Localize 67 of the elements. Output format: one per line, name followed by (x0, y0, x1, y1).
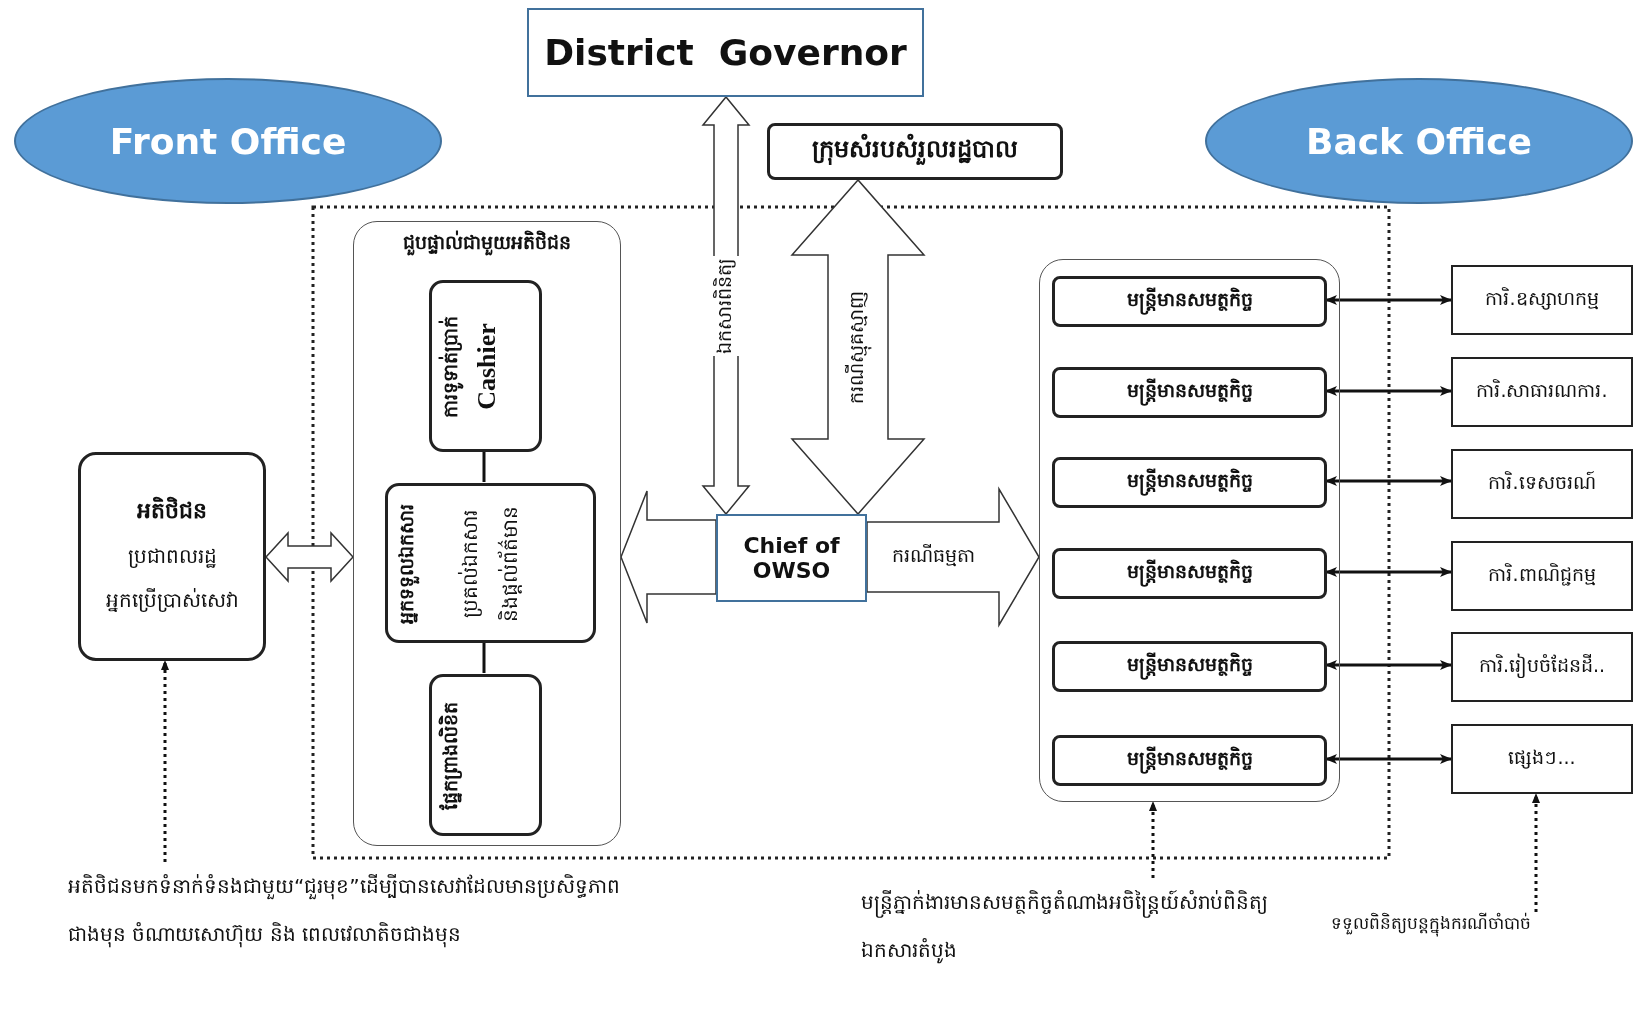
front-desk-panel (353, 221, 621, 846)
officer-box (1052, 641, 1327, 692)
box-text: មន្ត្រីមានសមត្ថកិច្ច (1059, 746, 1320, 774)
block-arrow (265, 531, 354, 583)
box-text: ការិ.រៀបចំដែនដី.. (1478, 653, 1606, 680)
note-text: មន្ត្រីភ្នាក់ងារមានសមត្ថកិច្ចតំណាងអចិន្ត្រៃយ៍សំរាប់ពិនិត្យឯកសារតំបូង (861, 889, 1269, 966)
box-text: ការិ.ពាណិជ្ជកម្ម (1488, 562, 1596, 588)
block-arrow (620, 490, 717, 624)
vertical-text: ការទូទាត់ប្រាក់ (437, 284, 465, 448)
vertical-text: ប្រគល់ឯកសារ (455, 509, 483, 617)
leader-line (1149, 801, 1157, 878)
officer-box (1052, 548, 1327, 599)
box-text: ក្រុមសំរបសំរួលរដ្ឋបាល (812, 134, 1018, 167)
box-text: មន្ត្រីមានសមត្ថកិច្ច (1059, 468, 1320, 496)
office-box (1451, 632, 1633, 702)
leader-line (161, 660, 169, 862)
double-arrow (1325, 386, 1452, 396)
officer-box (1052, 457, 1327, 508)
box-text: ការិ.ឧស្សាហកម្ម (1485, 286, 1599, 312)
office-box (1451, 357, 1633, 427)
box-text: ជួបផ្ទាល់ជាមួយអតិថិជន (358, 230, 616, 258)
double-arrow (1325, 567, 1452, 577)
double-arrow (1325, 295, 1452, 305)
officer-panel (1039, 259, 1340, 802)
box-text: Chief of OWSO (742, 533, 841, 583)
leader-line (1532, 793, 1540, 912)
box-text: មន្ត្រីមានសមត្ថកិច្ច (1059, 559, 1320, 587)
officer-box (1052, 735, 1327, 786)
box-text: ការិ.សាធារណការ. (1476, 378, 1608, 403)
box-text: មន្ត្រីមានសមត្ថកិច្ច (1059, 378, 1320, 406)
title-box (527, 8, 924, 97)
officer-box (1052, 276, 1327, 327)
vertical-text: Cashier (470, 322, 501, 410)
box-text: Front Office (109, 120, 347, 162)
vertical-text: និងផ្តល់ព័ត៌មាន (495, 505, 523, 621)
edge-label: ឯកសារពិនិត្យ (712, 255, 740, 356)
box-text: អ្នកប្រើប្រាស់សេវា (106, 586, 238, 614)
officer-box (1052, 367, 1327, 418)
team-box (767, 123, 1063, 180)
process-box (429, 674, 542, 836)
box-text: Back Office (1305, 120, 1533, 162)
box-text: មន្ត្រីមានសមត្ថកិច្ច (1059, 652, 1320, 680)
process-box (429, 280, 542, 452)
office-box (1451, 265, 1633, 335)
double-arrow (1325, 476, 1452, 486)
vertical-text: ផ្នែកព្រាងលិខិត (437, 700, 463, 812)
note-text: ទទួលពិនិត្យបន្តក្នុងករណីចាំបាច់ (1331, 912, 1635, 936)
double-arrow (1325, 660, 1452, 670)
block-arrow (790, 178, 926, 516)
box-text: ការិ.ទេសចរណ៍ (1488, 470, 1596, 495)
note-text: អតិថិជនមកទំនាក់ទំនងជាមួយ“ជួរមុខ”ដើម្បីបានសេវាដែលមានប្រសិទ្ធភាពជាងមុន ចំណាយសោហ៊ុយ និង ពេលវេលាតិចជាងមុន (68, 873, 621, 950)
vertical-text: អ្នកទទួលឯកសារ (393, 487, 421, 639)
office-box (1451, 541, 1633, 611)
box-text: District Governor (544, 32, 907, 73)
client-box (78, 452, 266, 661)
chief-box (716, 514, 867, 602)
connector-line (482, 642, 486, 673)
double-arrow (1325, 754, 1452, 764)
box-heading: អតិថិជន (137, 496, 207, 525)
box-text: ប្រជាពលរដ្ឋ (127, 542, 217, 570)
box-text: ផ្សេងៗ... (1508, 745, 1576, 771)
office-box (1451, 724, 1633, 794)
office-box (1451, 449, 1633, 519)
connector-line (482, 451, 486, 482)
process-box (385, 483, 596, 643)
box-text: មន្ត្រីមានសមត្ថកិច្ច (1059, 287, 1320, 315)
edge-label: ករណីស្មុគស្មាញ (844, 288, 872, 406)
